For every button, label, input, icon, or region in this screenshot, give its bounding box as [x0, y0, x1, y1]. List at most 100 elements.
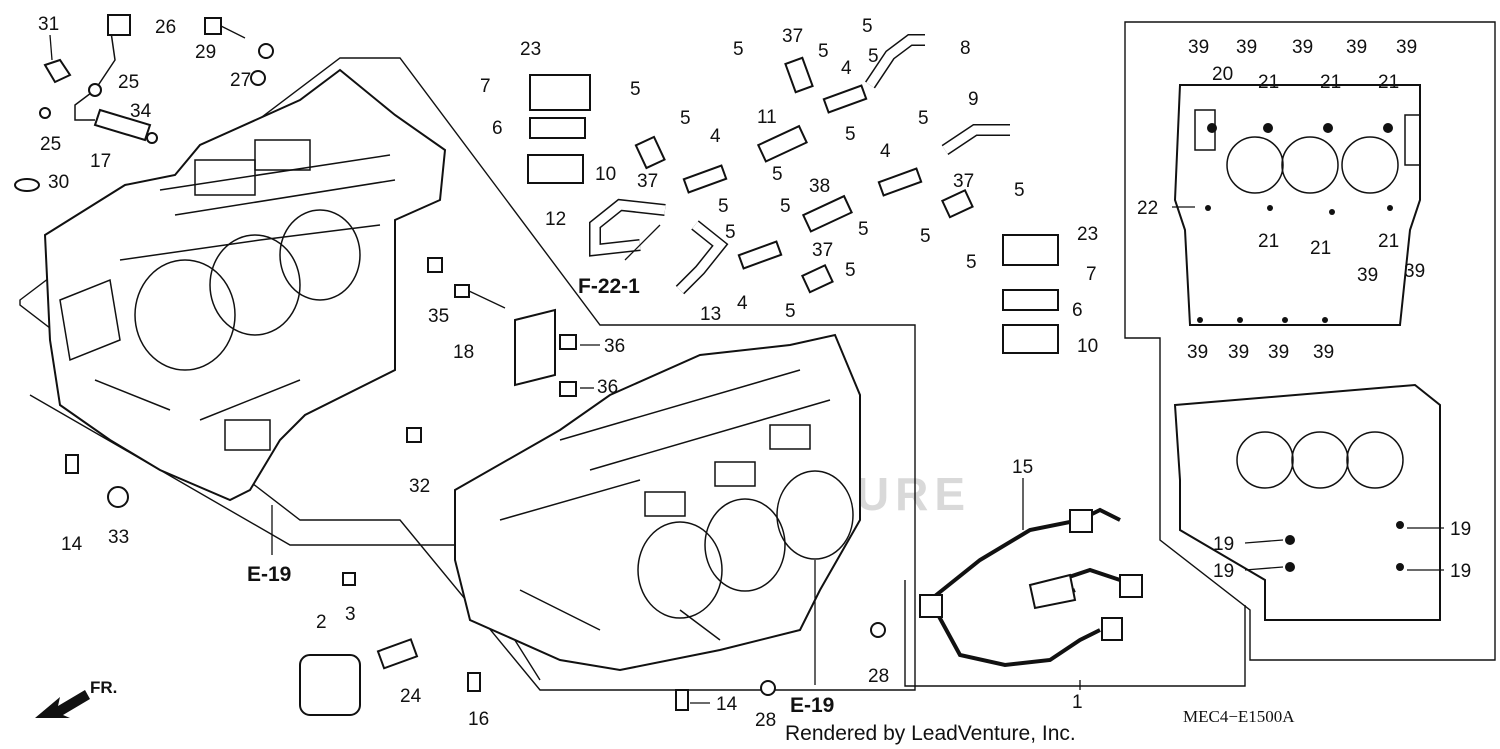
- callout-5g[interactable]: 5: [845, 124, 856, 145]
- callout-5q[interactable]: 5: [845, 260, 856, 281]
- callout-39f[interactable]: 39: [1357, 265, 1378, 286]
- callout-5k[interactable]: 5: [718, 196, 729, 217]
- callout-21a[interactable]: 21: [1258, 72, 1279, 93]
- callout-39j[interactable]: 39: [1268, 342, 1289, 363]
- callout-7b[interactable]: 7: [1086, 264, 1097, 285]
- callout-33[interactable]: 33: [108, 527, 129, 548]
- callout-6a[interactable]: 6: [492, 118, 503, 139]
- callout-21f[interactable]: 21: [1378, 231, 1399, 252]
- callout-21c[interactable]: 21: [1378, 72, 1399, 93]
- callout-23b[interactable]: 23: [1077, 224, 1098, 245]
- callout-37c[interactable]: 37: [953, 171, 974, 192]
- callout-26[interactable]: 26: [155, 17, 176, 38]
- callout-27[interactable]: 27: [230, 70, 251, 91]
- callout-21b[interactable]: 21: [1320, 72, 1341, 93]
- callout-12[interactable]: 12: [545, 209, 566, 230]
- callout-39k[interactable]: 39: [1313, 342, 1334, 363]
- callout-38[interactable]: 38: [809, 176, 830, 197]
- callout-20[interactable]: 20: [1212, 64, 1233, 85]
- callout-19a[interactable]: 19: [1213, 534, 1234, 555]
- callout-31[interactable]: 31: [38, 14, 59, 35]
- callout-4a[interactable]: 4: [841, 58, 852, 79]
- callout-5f[interactable]: 5: [680, 108, 691, 129]
- callout-39i[interactable]: 39: [1228, 342, 1249, 363]
- callout-14b[interactable]: 14: [716, 694, 738, 715]
- front-arrow-icon: [35, 690, 90, 718]
- lower-crankcase: [454, 333, 861, 672]
- callout-17[interactable]: 17: [90, 151, 111, 172]
- callout-1[interactable]: 1: [1072, 692, 1083, 713]
- callout-4c[interactable]: 4: [880, 141, 891, 162]
- callout-13[interactable]: 13: [700, 304, 721, 325]
- callout-28a[interactable]: 28: [868, 666, 889, 687]
- callout-5d[interactable]: 5: [868, 46, 879, 67]
- bolt-points: [1197, 123, 1404, 572]
- callout-11[interactable]: 11: [757, 107, 777, 128]
- diagram-code: MEC4−E1500A: [1183, 707, 1295, 726]
- callout-30[interactable]: 30: [48, 172, 69, 193]
- ref-f22-1[interactable]: F-22-1: [578, 275, 640, 298]
- callout-39b[interactable]: 39: [1236, 37, 1257, 58]
- callout-21e[interactable]: 21: [1310, 238, 1331, 259]
- callout-5o[interactable]: 5: [725, 222, 736, 243]
- callout-19d[interactable]: 19: [1450, 561, 1471, 582]
- callout-5l[interactable]: 5: [780, 196, 791, 217]
- callout-5j[interactable]: 5: [772, 164, 783, 185]
- callout-5c[interactable]: 5: [862, 16, 873, 37]
- callout-5h[interactable]: 5: [918, 108, 929, 129]
- callout-8[interactable]: 8: [960, 38, 971, 59]
- callout-25a[interactable]: 25: [118, 72, 139, 93]
- callout-39e[interactable]: 39: [1396, 37, 1417, 58]
- callout-35[interactable]: 35: [428, 306, 449, 327]
- callout-5r[interactable]: 5: [785, 301, 796, 322]
- callout-5p[interactable]: 5: [966, 252, 977, 273]
- callout-28b[interactable]: 28: [755, 710, 776, 731]
- callout-37a[interactable]: 37: [782, 26, 803, 47]
- callout-25b[interactable]: 25: [40, 134, 61, 155]
- callout-6b[interactable]: 6: [1072, 300, 1083, 321]
- callout-3[interactable]: 3: [345, 604, 356, 625]
- callout-4d[interactable]: 4: [737, 293, 748, 314]
- callout-10a[interactable]: 10: [595, 164, 616, 185]
- callouts: 31 26 29 27 25 25 34 17 30 23 7 6 10 37 …: [38, 14, 1471, 731]
- front-marker-label: FR.: [90, 678, 117, 697]
- callout-22[interactable]: 22: [1137, 198, 1158, 219]
- callout-5e[interactable]: 5: [630, 79, 641, 100]
- ref-e19-right[interactable]: E-19: [790, 694, 834, 717]
- callout-39c[interactable]: 39: [1292, 37, 1313, 58]
- callout-39d[interactable]: 39: [1346, 37, 1367, 58]
- callout-37d[interactable]: 37: [812, 240, 833, 261]
- callout-14a[interactable]: 14: [61, 534, 83, 555]
- callout-36b[interactable]: 36: [597, 377, 618, 398]
- callout-23a[interactable]: 23: [520, 39, 541, 60]
- callout-5a[interactable]: 5: [733, 39, 744, 60]
- callout-16[interactable]: 16: [468, 709, 489, 730]
- callout-29[interactable]: 29: [195, 42, 216, 63]
- callout-36a[interactable]: 36: [604, 336, 625, 357]
- callout-39h[interactable]: 39: [1187, 342, 1208, 363]
- callout-19b[interactable]: 19: [1213, 561, 1234, 582]
- lower-crankcase-top-view: [1173, 383, 1441, 621]
- callout-34[interactable]: 34: [130, 101, 152, 122]
- callout-9[interactable]: 9: [968, 89, 979, 110]
- callout-10b[interactable]: 10: [1077, 336, 1098, 357]
- callout-21d[interactable]: 21: [1258, 231, 1279, 252]
- callout-15[interactable]: 15: [1012, 457, 1033, 478]
- callout-5b[interactable]: 5: [818, 41, 829, 62]
- callout-5n[interactable]: 5: [920, 226, 931, 247]
- callout-32[interactable]: 32: [409, 476, 430, 497]
- callout-2[interactable]: 2: [316, 612, 327, 633]
- callout-39a[interactable]: 39: [1188, 37, 1209, 58]
- callout-18[interactable]: 18: [453, 342, 474, 363]
- callout-24[interactable]: 24: [400, 686, 422, 707]
- callout-7a[interactable]: 7: [480, 76, 491, 97]
- callout-39g[interactable]: 39: [1404, 261, 1425, 282]
- callout-5m[interactable]: 5: [858, 219, 869, 240]
- callout-37b[interactable]: 37: [637, 171, 658, 192]
- callout-4b[interactable]: 4: [710, 126, 721, 147]
- callout-19c[interactable]: 19: [1450, 519, 1471, 540]
- callout-5i[interactable]: 5: [1014, 180, 1025, 201]
- ref-e19-left[interactable]: E-19: [247, 563, 291, 586]
- credit-text: Rendered by LeadVenture, Inc.: [785, 722, 1076, 745]
